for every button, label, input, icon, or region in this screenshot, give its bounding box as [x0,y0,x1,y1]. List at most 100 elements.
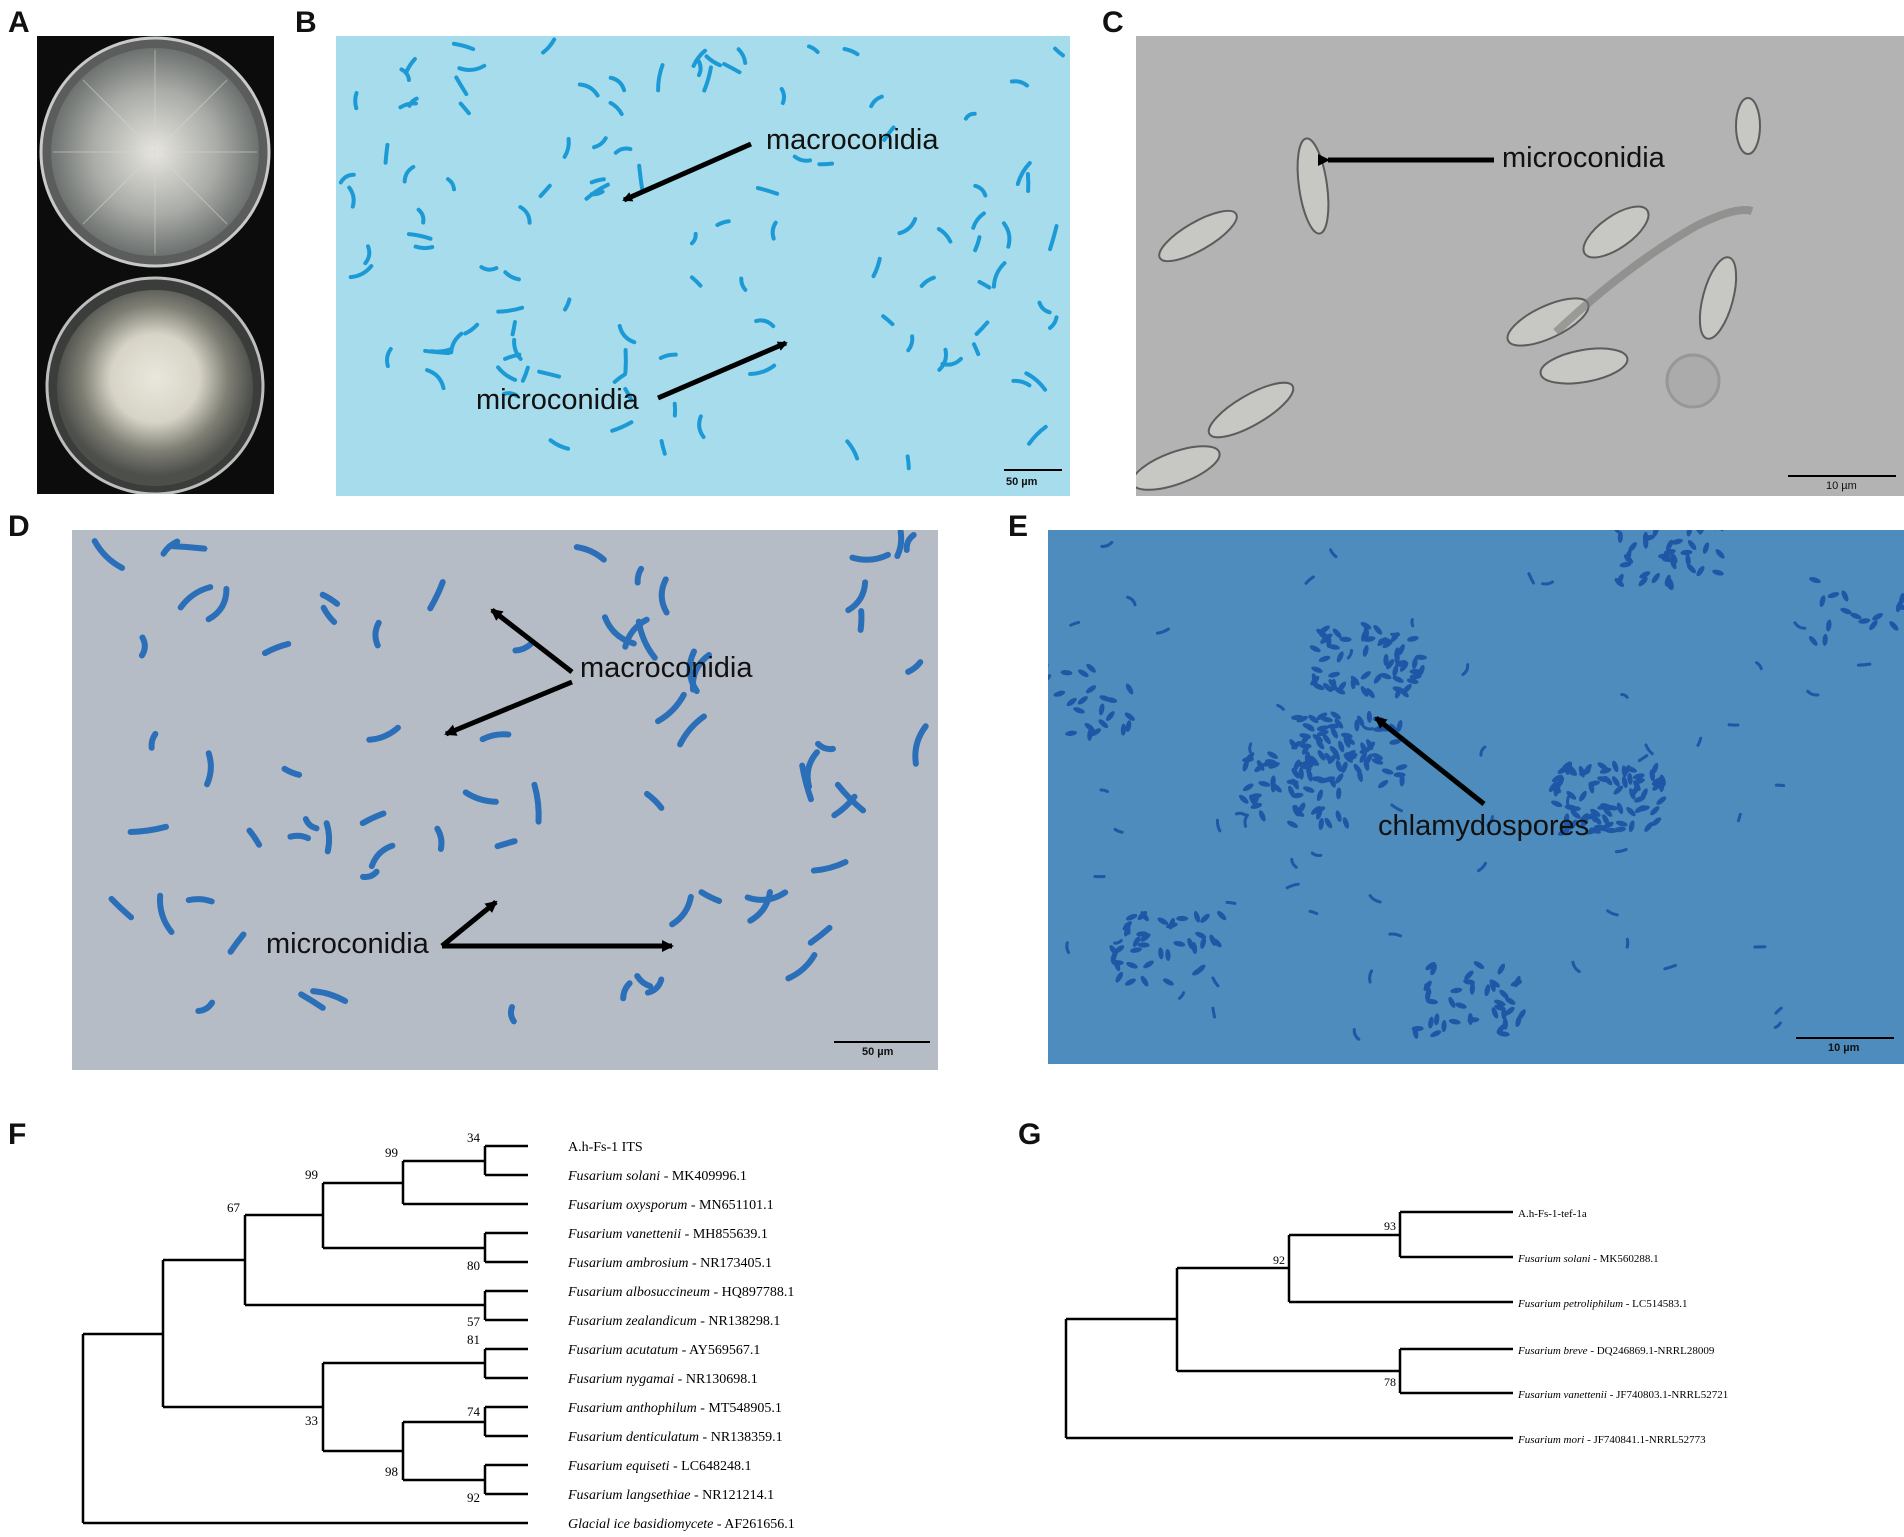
conidium-mark [353,90,359,111]
chlamydospore-mark [1686,530,1693,537]
conidium-mark [359,868,380,881]
conidium-mark [1310,851,1323,857]
conidium-mark [538,183,552,199]
conidium-mark [1477,861,1487,873]
conidium-mark [127,823,170,835]
conidium-mark [368,842,396,870]
conidium-mark [402,164,416,184]
chlamydospore-mark [1441,1020,1447,1032]
chlamydospore-mark [1407,635,1419,642]
chlamydospore-mark [1680,549,1693,556]
conidium-mark [454,75,469,97]
bootstrap-value: 92 [467,1490,480,1505]
conidium-mark [359,810,387,827]
conidium-mark [1225,900,1237,905]
chlamydospore-mark [1258,810,1266,822]
chlamydospore-mark [1353,763,1362,775]
chlamydospore-mark [1840,607,1852,615]
conidium-mark [656,63,665,93]
chlamydospore-mark [1303,786,1315,793]
taxon-label: Fusarium mori - JF740841.1-NRRL52773 [1517,1434,1706,1446]
chlamydospore-mark [1603,807,1613,817]
conidium-mark [1290,857,1298,869]
conidium-mark [677,713,707,748]
chlamydospore-mark [1335,760,1342,772]
chlamydospore-mark [1567,761,1573,774]
chlamydospore-mark [1098,703,1105,716]
bootstrap-value: 74 [467,1404,481,1419]
conidium-mark [1368,969,1374,984]
conidium-mark [770,220,778,241]
conidium-mark [849,551,891,563]
conidium-mark [503,270,521,282]
chlamydospore-mark [1579,790,1587,802]
chlamydospore-mark [1312,734,1323,743]
chlamydospore-mark [1895,600,1903,613]
chlamydospore-mark [1650,806,1660,816]
chlamydospore-mark [1557,829,1570,836]
chlamydospore-mark [1354,719,1360,732]
chlamydospore-mark [1124,978,1136,986]
chlamydospore-mark [1651,817,1662,827]
chlamydospore-mark [1628,542,1637,552]
taxon-label: Fusarium solani - MK560288.1 [1517,1253,1659,1265]
chlamydospore-mark [1176,915,1189,922]
chlamydospore-mark [1165,949,1171,961]
chlamydospore-mark [1634,805,1646,813]
conidium-mark [785,952,818,982]
chlamydospore-mark [1651,573,1660,584]
chlamydospore-mark [1078,669,1089,678]
conidium-mark [905,659,924,675]
chlamydospore-mark [1250,802,1263,809]
conidium-mark [348,264,374,280]
chlamydospore-mark [1430,1030,1442,1038]
chlamydospore-mark [1548,781,1558,793]
conidium-mark [1486,815,1494,827]
chlamydospore-mark [1324,817,1333,829]
conidium-mark [445,177,457,192]
chlamydospore-mark [1623,554,1634,564]
conidium-mark [205,585,230,623]
chlamydospore-mark [1418,664,1425,677]
conidium-mark [1361,725,1374,731]
chlamydospore-mark [1322,633,1333,642]
chlamydospore-mark [1340,732,1353,739]
chlamydospore-mark [1328,671,1340,678]
chlamydospore-mark [1162,978,1174,986]
conidium-mark [457,63,487,72]
conidium-mark [1644,743,1654,756]
label-microconidia-d: microconidia [266,928,429,960]
conidium-mark [991,261,1007,289]
conidium-mark [507,1004,517,1025]
chlamydospore-mark [1200,937,1206,949]
conidium-mark [385,346,393,369]
conidium-mark [204,750,214,788]
chlamydospore-mark [1130,947,1142,953]
chlamydospore-mark [1158,947,1164,960]
chlamydospore-mark [1330,678,1337,691]
chlamydospore-mark [1322,734,1331,745]
chlamydospore-mark [1809,577,1821,584]
chlamydospore-mark [1632,773,1645,780]
conidium-mark [669,893,694,928]
chlamydospore-mark [1499,989,1509,999]
chlamydospore-mark [1310,675,1320,686]
chlamydospore-mark [1602,814,1610,826]
conidium-mark [399,67,411,82]
chlamydospore-mark [1664,574,1671,587]
chlamydospore-mark [1563,813,1570,826]
chlamydospore-mark [1332,628,1342,639]
chlamydospore-mark [1140,975,1149,987]
petri-dish-photo [39,36,271,494]
conidium-mark [1614,847,1628,854]
chlamydospore-mark [1296,715,1308,723]
chlamydospore-mark [1363,626,1369,639]
conidium-mark [905,454,911,471]
chlamydospore-mark [1335,773,1344,784]
chlamydospore-mark [1652,530,1659,537]
chlamydospore-mark [1409,673,1422,680]
conidium-mark [1388,932,1403,938]
conidium-mark [1177,991,1186,1000]
chlamydospore-mark [1715,549,1725,559]
conidium-mark [1352,1028,1361,1041]
